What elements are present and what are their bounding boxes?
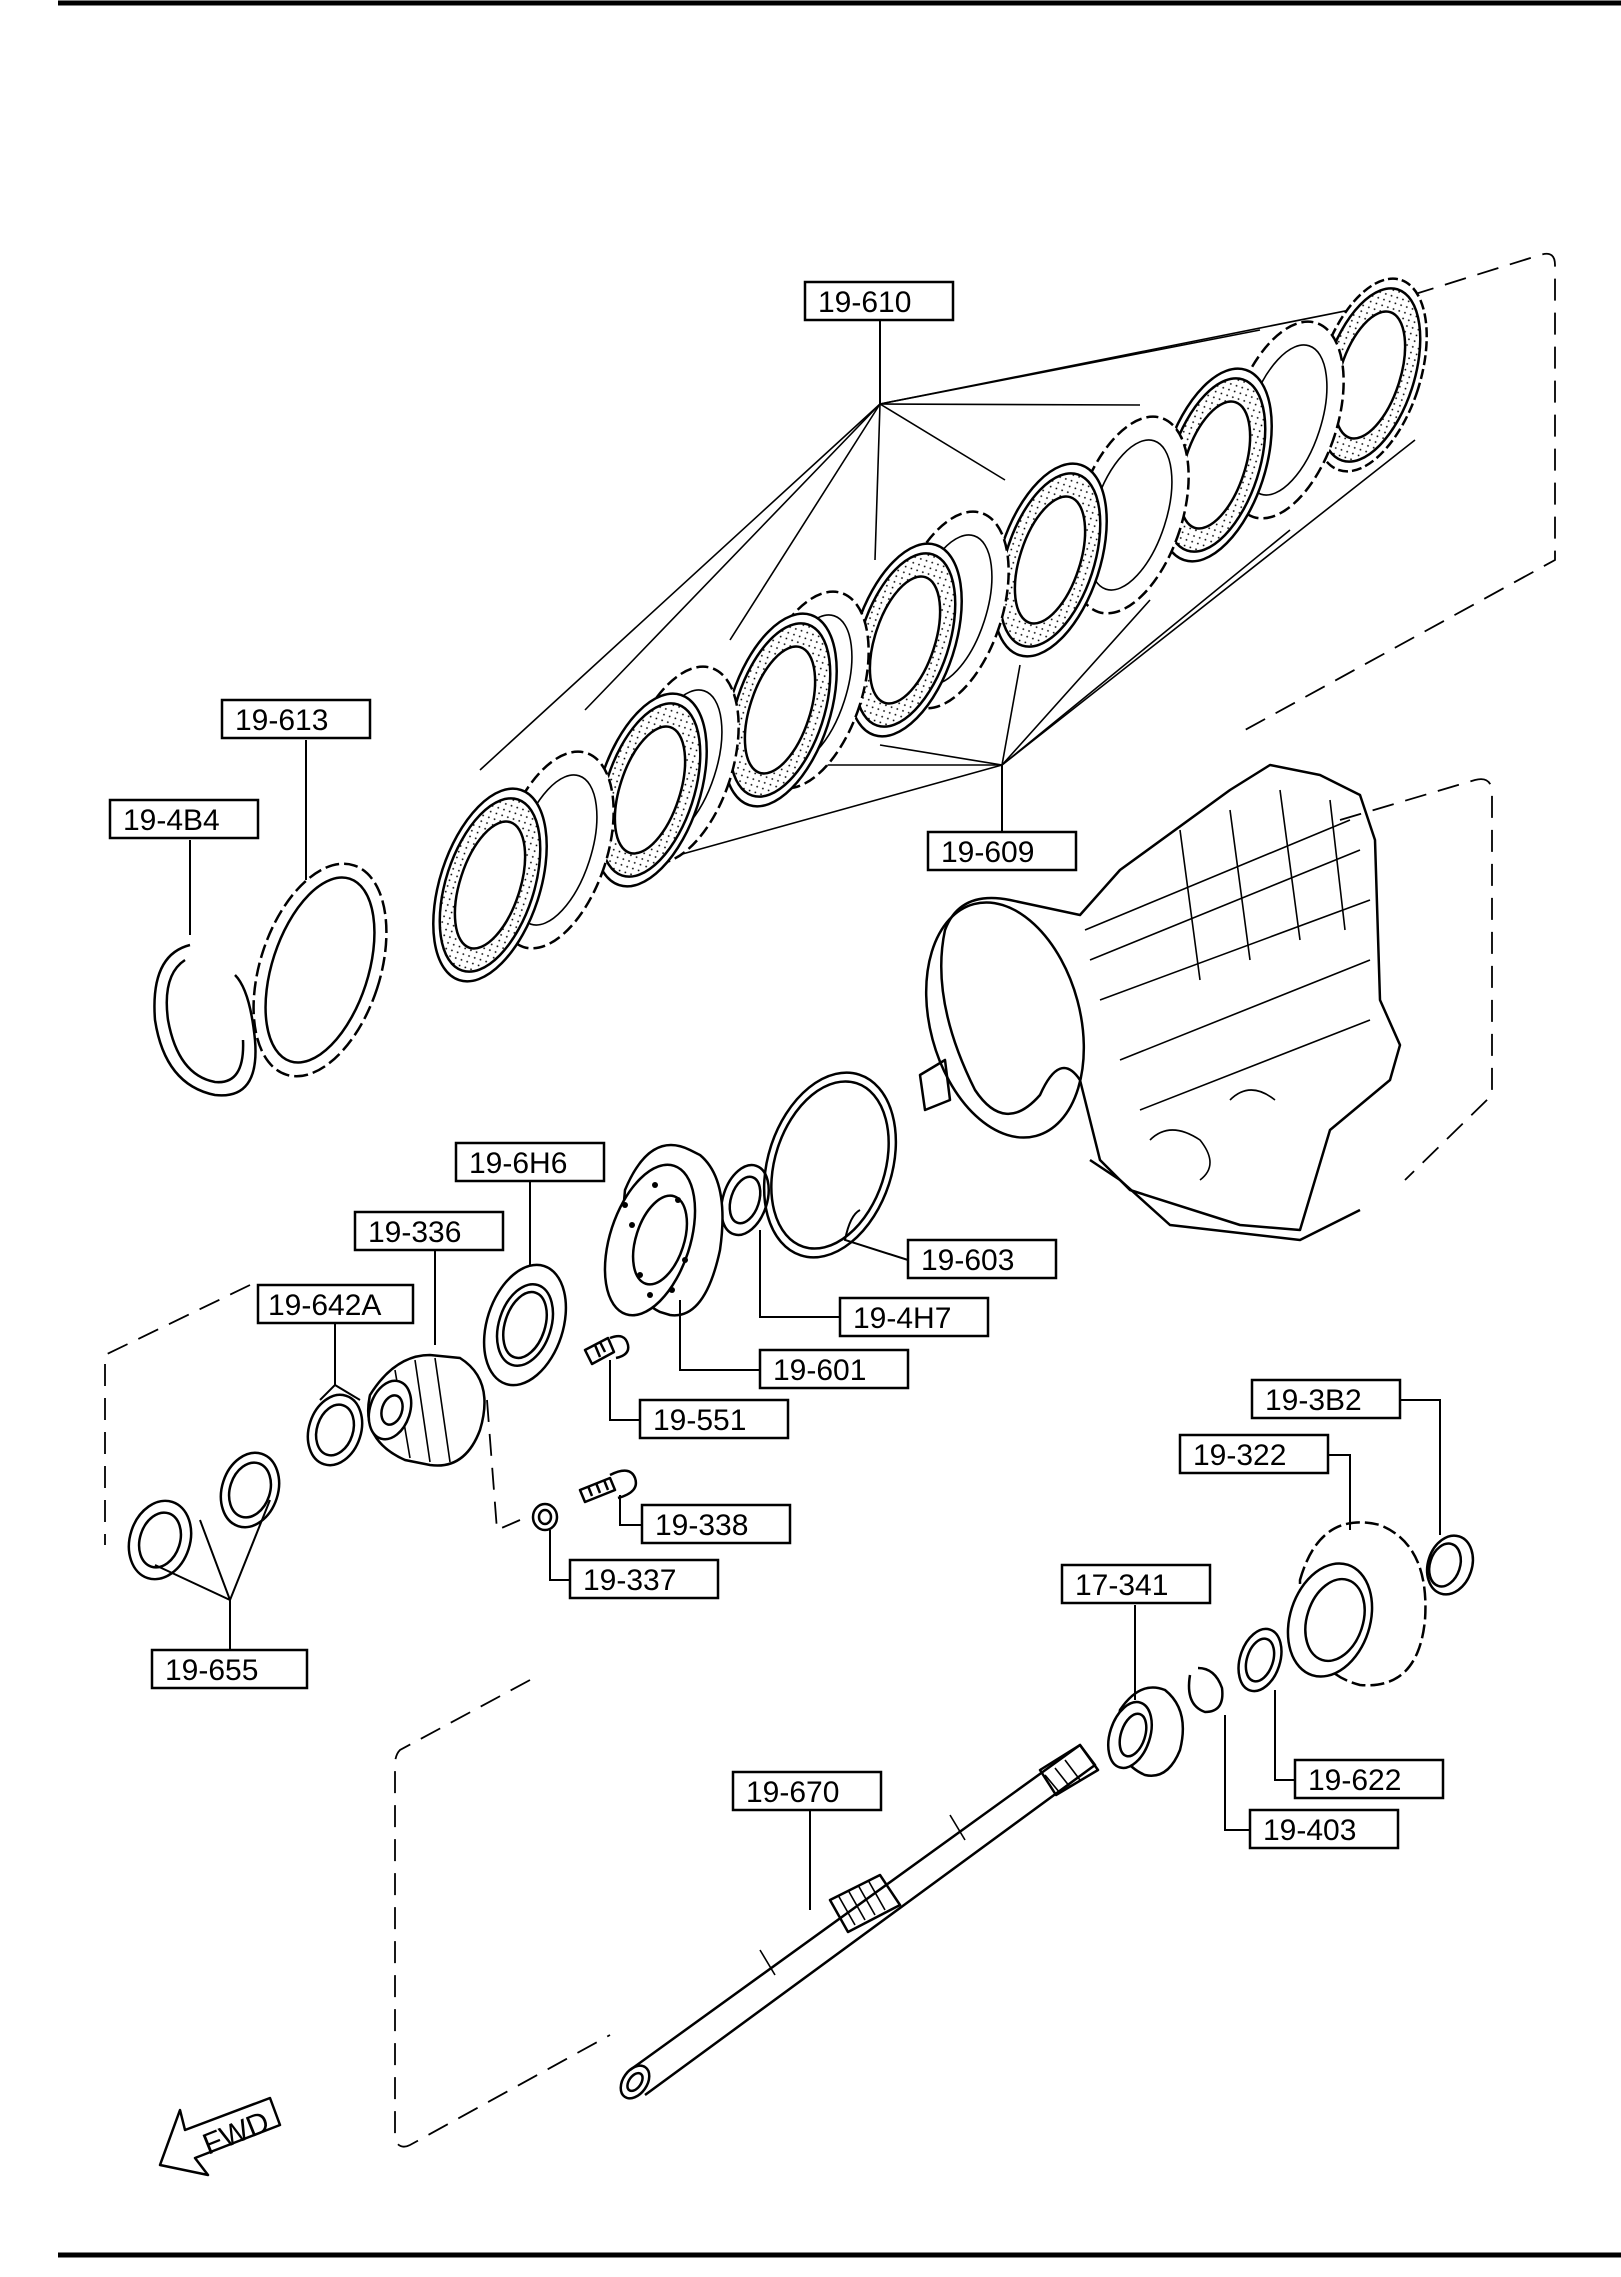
callout-19-613: 19-613 [220,698,372,740]
bearing-17-341 [1107,1686,1185,1777]
washer-19-337 [531,1502,559,1532]
callout-19-670: 19-670 [731,1770,883,1812]
callout-19-610-text: 19-610 [818,286,911,319]
callout-19-338-text: 19-338 [655,1509,748,1542]
plug-19-551 [583,1334,630,1366]
washer-19-4H7 [720,1163,770,1237]
callout-19-551-text: 19-551 [653,1404,746,1437]
fwd-label: FWD [198,2105,274,2161]
output-shaft-19-670 [394,1679,1100,2148]
label-leaders [154,320,1441,1910]
callout-19-6H6: 19-6H6 [454,1141,606,1183]
callout-19-6H6-text: 19-6H6 [469,1147,567,1180]
transmission-case [918,763,1493,1242]
callout-19-3B2: 19-3B2 [1250,1378,1402,1420]
leaders-19-609 [624,439,1416,871]
callout-19-622: 19-622 [1293,1758,1445,1800]
callout-19-551: 19-551 [638,1398,790,1440]
clutch-pack-group [432,252,1556,983]
callout-19-609: 19-609 [926,830,1078,872]
dash-bracket-left [104,1284,251,1545]
clutch-disk-2 [722,612,838,808]
callout-19-603-text: 19-603 [921,1244,1014,1277]
washer-19-622 [1237,1627,1283,1693]
callout-17-341: 17-341 [1060,1563,1212,1605]
callout-19-642A-text: 19-642A [268,1289,381,1322]
seal-ring-19-655-b [127,1499,193,1581]
callout-19-403: 19-403 [1248,1808,1400,1850]
clutch-disk-1 [592,692,708,888]
callout-19-4H7-text: 19-4H7 [853,1302,951,1335]
clutch-disk-4 [992,462,1108,658]
snap-ring-19-403 [1187,1666,1224,1714]
bushing-19-3B2 [1425,1534,1475,1596]
callout-19-337-text: 19-337 [583,1564,676,1597]
callout-19-3B2-text: 19-3B2 [1265,1384,1362,1417]
callout-19-4B4-text: 19-4B4 [123,804,220,837]
callout-19-670-text: 19-670 [746,1776,839,1809]
clutch-disk-6 [1157,367,1273,563]
callout-19-655-text: 19-655 [165,1654,258,1687]
seal-ring-19-655-a [219,1451,281,1529]
callout-19-337: 19-337 [568,1558,720,1600]
sleeve-19-336 [366,1353,486,1467]
callout-19-601: 19-601 [758,1348,910,1390]
gear-19-322 [1286,1521,1427,1687]
callout-19-609-text: 19-609 [941,836,1034,869]
retaining-plate [252,862,388,1078]
callout-19-338: 19-338 [640,1503,792,1545]
callout-19-4H7: 19-4H7 [838,1296,990,1338]
callout-19-336-text: 19-336 [368,1216,461,1249]
callout-19-610: 19-610 [803,280,955,322]
callout-19-403-text: 19-403 [1263,1814,1356,1847]
callout-19-642A: 19-642A [256,1283,415,1325]
callout-19-603: 19-603 [906,1238,1058,1280]
snap-ring [153,943,257,1097]
callout-19-655: 19-655 [150,1648,309,1690]
callout-19-601-text: 19-601 [773,1354,866,1387]
clutch-disk-8 [1312,277,1428,473]
callout-19-613-text: 19-613 [235,704,328,737]
clutch-disk-3 [847,542,963,738]
fwd-arrow-icon: FWD [158,2096,282,2177]
bolt-19-338 [578,1469,638,1504]
callout-19-322-text: 19-322 [1193,1439,1286,1472]
seal-19-6H6 [482,1263,568,1387]
dash-bracket-bolt [486,1399,521,1532]
callout-19-322: 19-322 [1178,1433,1330,1475]
seal-19-603 [762,1071,898,1259]
callout-19-4B4: 19-4B4 [108,798,260,840]
callout-19-622-text: 19-622 [1308,1764,1401,1797]
leaders-19-610 [479,299,1401,771]
seal-ring-19-642A [306,1393,364,1467]
callout-17-341-text: 17-341 [1075,1569,1168,1602]
callout-19-336: 19-336 [353,1210,505,1252]
clutch-disk-0 [432,787,548,983]
piston-19-601 [603,1143,724,1317]
